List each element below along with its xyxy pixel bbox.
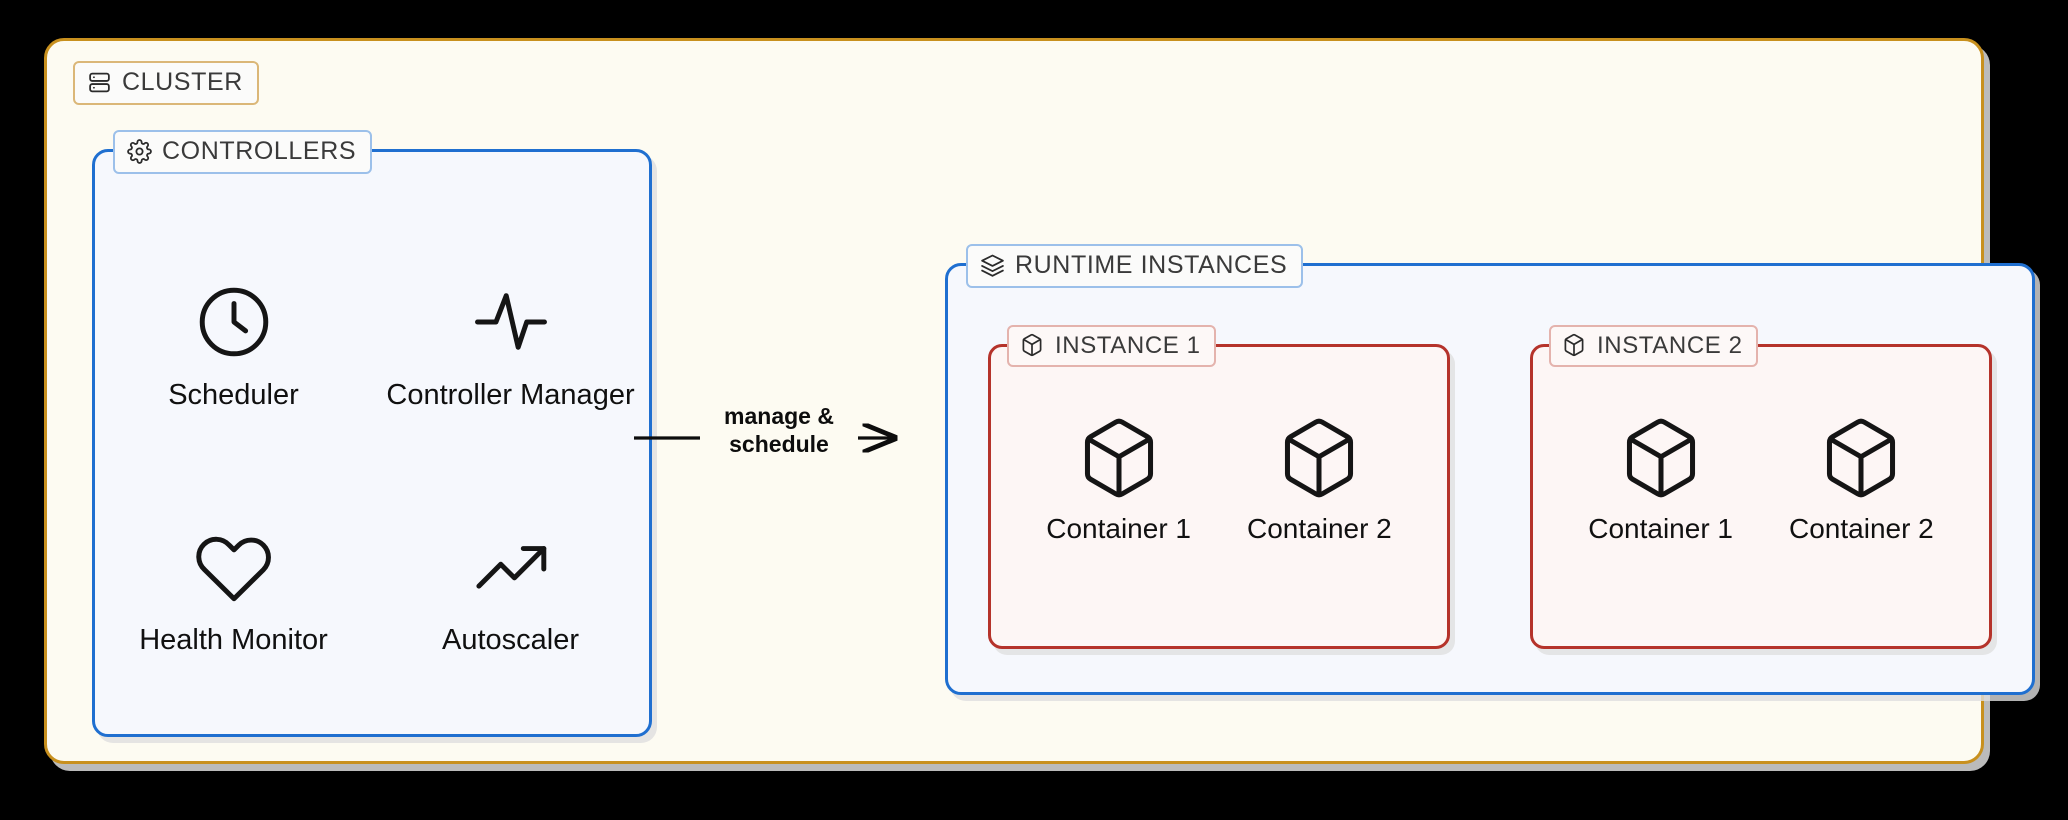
clock-icon (193, 281, 275, 363)
instance-box-2: INSTANCE 2 Container 1 (1530, 325, 1992, 649)
layers-icon (980, 253, 1005, 278)
runtime-label-chip: RUNTIME INSTANCES (966, 244, 1304, 288)
cube-icon (1618, 415, 1704, 501)
controller-label: Autoscaler (441, 623, 579, 656)
container-label: Container 1 (1588, 513, 1733, 544)
controller-item-autoscaler: Autoscaler (372, 526, 649, 657)
container-item: Container 2 (1247, 415, 1392, 545)
container-item: Container 1 (1588, 415, 1733, 545)
controllers-grid: Scheduler Controller Manager (95, 224, 649, 714)
controller-label: Controller Manager (386, 378, 635, 411)
instance-2-label-chip: INSTANCE 2 (1549, 325, 1758, 367)
package-icon (1562, 333, 1587, 358)
controller-item-scheduler: Scheduler (95, 281, 372, 412)
runtime-instances-panel: RUNTIME INSTANCES INSTANCE 1 (945, 244, 2035, 695)
heart-icon (193, 526, 275, 608)
cluster-container: CLUSTER CONTROLLERS (44, 38, 2035, 764)
instances-row: INSTANCE 1 Container 1 (948, 325, 2032, 649)
container-label: Container 2 (1247, 513, 1392, 544)
package-icon (1020, 333, 1045, 358)
controllers-panel: CONTROLLERS Scheduler (92, 130, 652, 737)
container-label: Container 2 (1789, 513, 1934, 544)
instance-label-text: INSTANCE 2 (1597, 331, 1743, 359)
trending-up-icon (470, 526, 552, 608)
container-item: Container 1 (1046, 415, 1191, 545)
controller-item-health-monitor: Health Monitor (95, 526, 372, 657)
controllers-label-chip: CONTROLLERS (113, 130, 373, 174)
instance-label-text: INSTANCE 1 (1055, 331, 1201, 359)
server-rack-icon (87, 70, 112, 95)
activity-pulse-icon (470, 281, 552, 363)
cube-icon (1818, 415, 1904, 501)
container-item: Container 2 (1789, 415, 1934, 545)
controllers-label-text: CONTROLLERS (162, 137, 357, 165)
cluster-label-text: CLUSTER (122, 68, 243, 96)
gear-icon (127, 139, 152, 164)
instance-1-label-chip: INSTANCE 1 (1007, 325, 1216, 367)
edge-caption-line2: schedule (729, 431, 829, 458)
runtime-label-text: RUNTIME INSTANCES (1015, 251, 1288, 279)
cube-icon (1276, 415, 1362, 501)
instance-box-1: INSTANCE 1 Container 1 (988, 325, 1450, 649)
edge-caption: manage & schedule (704, 402, 854, 458)
cube-icon (1076, 415, 1162, 501)
container-label: Container 1 (1046, 513, 1191, 544)
cluster-label-chip: CLUSTER (73, 61, 259, 105)
edge-caption-line1: manage & (724, 403, 834, 429)
controller-label: Scheduler (168, 378, 299, 411)
containers-row: Container 1 Container 2 (991, 415, 1447, 545)
containers-row: Container 1 Container 2 (1533, 415, 1989, 545)
controller-item-controller-manager: Controller Manager (372, 281, 649, 412)
controller-label: Health Monitor (139, 623, 328, 656)
